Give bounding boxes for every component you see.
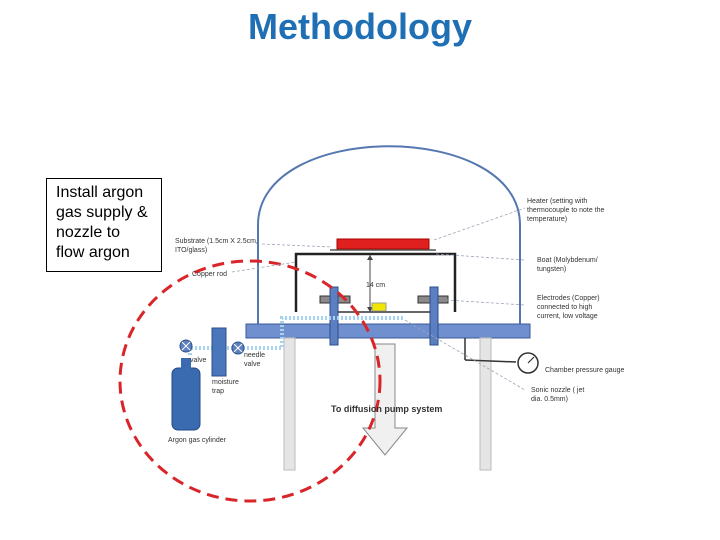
substrate-label-2: ITO/glass) [175,247,207,254]
needle-valve-label-1: needle [244,352,265,359]
argon-cylinder-label: Argon gas cylinder [168,437,227,444]
boat-label-2: tungsten) [537,266,566,273]
moisture-trap-label-1: moisture [212,379,239,386]
heater-bar [336,238,430,250]
argon-cylinder [171,367,201,431]
boat [371,302,387,312]
electrodes-label-2: connected to high [537,304,592,311]
heater-label-3: temperature) [527,216,567,223]
heater-label-2: thermocouple to note the [527,207,605,214]
diffusion-pump-label: To diffusion pump system [331,404,442,414]
base-plate [245,323,531,339]
moisture-trap [211,327,227,377]
page-title: Methodology [248,6,472,47]
distance-label: 14 cm [366,282,385,289]
svg-text:Electrodes (Copper)connected t: Electrodes (Copper) connected to high curr… [537,295,600,320]
sonic-nozzle-label-2: dia. 0.5mm) [531,396,568,403]
moisture-trap-label-2: trap [212,388,224,395]
sonic-nozzle-label-1: Sonic nozzle ( jet [531,387,584,394]
diffusion-pump-arrow [361,343,409,456]
leg-left [283,337,296,471]
svg-text:Boat (Molybdenum/tungsten): Boat (Molybdenum/tungsten) [537,257,598,273]
callout-line-4: flow argon [56,244,130,261]
bell-jar [257,145,521,326]
needle-valve-label-2: valve [244,361,260,368]
boat-label-1: Boat (Molybdenum/ [537,257,598,264]
substrate-label-1: Substrate (1.5cm X 2.5cm, [175,238,258,245]
chamber-gauge-label: Chamber pressure gauge [545,367,624,374]
callout-line-1: Install argon [56,184,144,201]
electrodes-label-1: Electrodes (Copper) [537,295,600,302]
valve-label: valve [190,357,206,364]
copper-rod-frame [294,252,457,312]
highlight-ellipse [118,259,382,503]
callout-line-2: gas supply & [56,204,148,221]
callout-box: Install argon gas supply & nozzle to flo… [46,178,162,272]
svg-text:Substrate (1.5cm X 2.5cm,ITO/g: Substrate (1.5cm X 2.5cm, ITO/glass) [175,238,258,254]
callout-line-3: nozzle to [56,224,121,241]
heater-label-1: Heater (setting with [527,198,587,205]
copper-rod-label: Copper rod [192,271,227,278]
leg-right [479,337,492,471]
electrodes-label-3: current, low voltage [537,313,598,320]
